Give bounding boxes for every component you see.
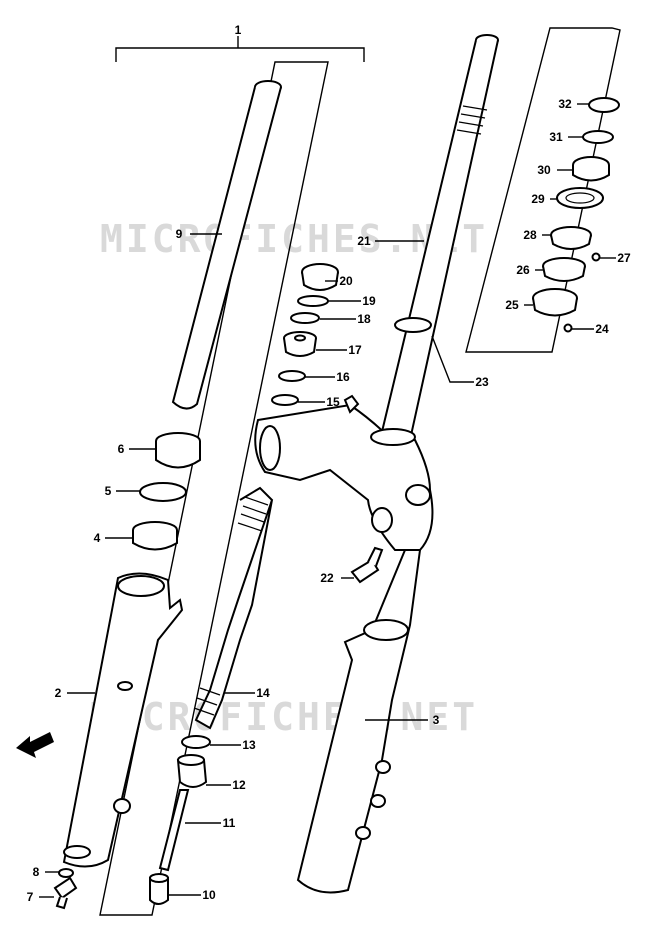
part-number-labels: 1234567891011121314151617181920212223242… [27, 23, 631, 904]
steering-stem-nut [588, 97, 620, 113]
spacer-washer [278, 370, 306, 382]
left-outer-tube [62, 572, 184, 868]
part-label-8: 8 [33, 865, 40, 879]
dust-seal [556, 187, 604, 209]
spring-spacer [283, 331, 317, 357]
lower-bearing [542, 257, 586, 282]
adjusting-nut [572, 156, 610, 182]
watermark-top: MICROFICHES.NET [100, 217, 488, 261]
part-label-3: 3 [433, 713, 440, 727]
part-label-9: 9 [176, 227, 183, 241]
watermark-bottom: MICROFICHES.NET [90, 695, 478, 739]
left-group-frame [99, 61, 329, 916]
lock-washer [582, 130, 614, 144]
part-label-7: 7 [27, 890, 34, 904]
part-label-10: 10 [202, 888, 216, 902]
assembly-bracket [115, 36, 365, 62]
damper-rod [158, 789, 190, 872]
part-label-22: 22 [320, 571, 334, 585]
part-label-14: 14 [256, 686, 270, 700]
inner-fork-tube [171, 80, 282, 410]
fork-bushing [132, 521, 178, 551]
part-label-23: 23 [475, 375, 489, 389]
part-label-28: 28 [523, 228, 537, 242]
part-label-29: 29 [531, 192, 545, 206]
part-label-31: 31 [549, 130, 563, 144]
fork-ring [181, 735, 211, 749]
part-label-13: 13 [242, 738, 256, 752]
part-label-15: 15 [326, 395, 340, 409]
steel-ball-lower [563, 323, 573, 333]
leader-lines [39, 103, 616, 898]
oil-seal [155, 432, 201, 469]
fork-spring [193, 486, 274, 730]
part-label-27: 27 [617, 251, 631, 265]
part-label-12: 12 [232, 778, 246, 792]
part-label-25: 25 [505, 298, 519, 312]
part-label-5: 5 [105, 484, 112, 498]
bolt-washer [58, 868, 74, 878]
clamp-bolt [350, 546, 384, 584]
lower-race [532, 288, 578, 317]
steel-ball-upper [591, 252, 601, 262]
part-label-6: 6 [118, 442, 125, 456]
bottom-bolt [53, 876, 78, 910]
lower-washer [271, 394, 299, 406]
part-label-16: 16 [336, 370, 350, 384]
part-label-26: 26 [516, 263, 530, 277]
part-label-4: 4 [94, 531, 101, 545]
fork-cap [301, 263, 339, 291]
o-ring [290, 312, 320, 324]
part-label-19: 19 [362, 294, 376, 308]
part-label-1: 1 [235, 23, 242, 37]
upper-bearing [550, 226, 592, 250]
oil-lock-piece [149, 873, 169, 905]
part-label-17: 17 [348, 343, 362, 357]
right-outer-tube [296, 549, 422, 894]
part-label-18: 18 [357, 312, 371, 326]
rebound-spring [176, 754, 208, 788]
part-label-32: 32 [558, 97, 572, 111]
lower-bracket [254, 394, 434, 551]
part-label-24: 24 [595, 322, 609, 336]
part-label-2: 2 [55, 686, 62, 700]
circlip [297, 295, 329, 307]
part-label-21: 21 [357, 234, 371, 248]
part-label-11: 11 [223, 816, 236, 830]
part-label-30: 30 [537, 163, 551, 177]
seal-retainer-ring [139, 482, 187, 502]
front-direction-arrow-icon [16, 732, 54, 758]
part-label-20: 20 [339, 274, 353, 288]
